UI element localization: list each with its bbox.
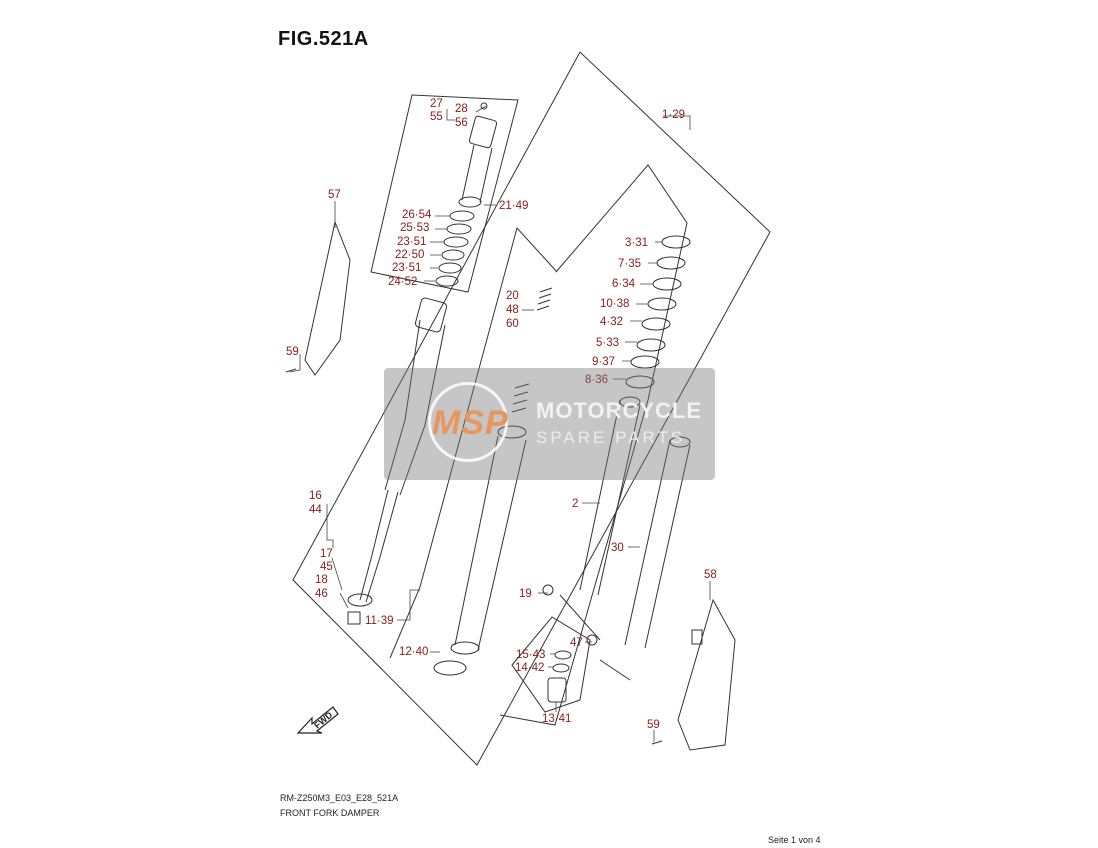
callout-56: 56: [455, 117, 468, 129]
callout-8-36: 8·36: [585, 374, 608, 386]
callout-28: 28: [455, 103, 468, 115]
callout-58: 58: [704, 569, 717, 581]
callout-7-35: 7·35: [618, 258, 641, 270]
leader-lines: [289, 105, 711, 742]
callout-10-38: 10·38: [600, 298, 629, 310]
callout-57: 57: [328, 189, 341, 201]
watermark-line1: MOTORCYCLE: [536, 398, 703, 423]
watermark-line2: SPARE PARTS: [536, 428, 686, 447]
bolts: [285, 368, 663, 745]
seal-parts: [547, 650, 572, 703]
globe-icon: [428, 382, 508, 462]
callout-55: 55: [430, 111, 443, 123]
callout-1-29: 1·29: [662, 109, 685, 121]
cap-parts: [435, 102, 498, 287]
callout-14-42: 14·42: [515, 662, 544, 674]
callout-60: 60: [506, 318, 519, 330]
callout-11-39: 11·39: [365, 615, 394, 627]
callout-18: 18: [315, 574, 328, 586]
callout-23-51-a: 23·51: [397, 236, 426, 248]
callout-25-53: 25·53: [400, 222, 429, 234]
callout-5-33: 5·33: [596, 337, 619, 349]
figure-subtitle: FRONT FORK DAMPER: [280, 808, 380, 818]
callout-labels: 27 28 55 56 21·49 26·54 25·53 23·51 22·5…: [286, 98, 717, 731]
callout-6-34: 6·34: [612, 278, 636, 290]
page-indicator: Seite 1 von 4: [768, 835, 821, 845]
watermark-logo-text: MSP: [432, 404, 509, 442]
callout-45: 45: [320, 561, 333, 573]
seal-rings: [625, 235, 691, 389]
callout-27: 27: [430, 98, 443, 110]
callout-48: 48: [506, 304, 519, 316]
callout-46: 46: [315, 588, 328, 600]
callout-26-54: 26·54: [402, 209, 432, 221]
callout-16: 16: [309, 490, 322, 502]
callout-47: 47: [570, 637, 583, 649]
damper-rod: [347, 297, 448, 625]
watermark-banner: MSP MOTORCYCLE SPARE PARTS: [384, 368, 715, 480]
callout-15-43: 15·43: [516, 649, 545, 661]
figure-title: FIG.521A: [278, 28, 369, 50]
cap-frame: [370, 94, 519, 293]
outer-tubes: [542, 396, 691, 681]
callout-22-50: 22·50: [395, 249, 424, 261]
fwd-arrow: [296, 706, 339, 734]
callout-4-32: 4·32: [600, 316, 623, 328]
callout-59-b: 59: [647, 719, 660, 731]
callout-23-51-b: 23·51: [392, 262, 421, 274]
callout-12-40: 12·40: [399, 646, 428, 658]
outer-tube-frame: [499, 164, 688, 726]
callout-19: 19: [519, 588, 532, 600]
callout-2: 2: [572, 498, 578, 510]
callout-17: 17: [320, 548, 333, 560]
callout-44: 44: [309, 504, 322, 516]
callout-13-41: 13·41: [542, 713, 571, 725]
callout-3-31: 3·31: [625, 237, 648, 249]
callout-24-52: 24·52: [388, 276, 417, 288]
callout-20: 20: [506, 290, 519, 302]
callout-21-49: 21·49: [499, 200, 528, 212]
callout-9-37: 9·37: [592, 356, 615, 368]
seal-frame: [511, 616, 591, 713]
callout-59-a: 59: [286, 346, 299, 358]
spring-and-tube: [433, 287, 553, 676]
model-code: RM-Z250M3_E03_E28_521A: [280, 793, 399, 803]
callout-30: 30: [611, 542, 624, 554]
fork-guards: [304, 220, 736, 751]
